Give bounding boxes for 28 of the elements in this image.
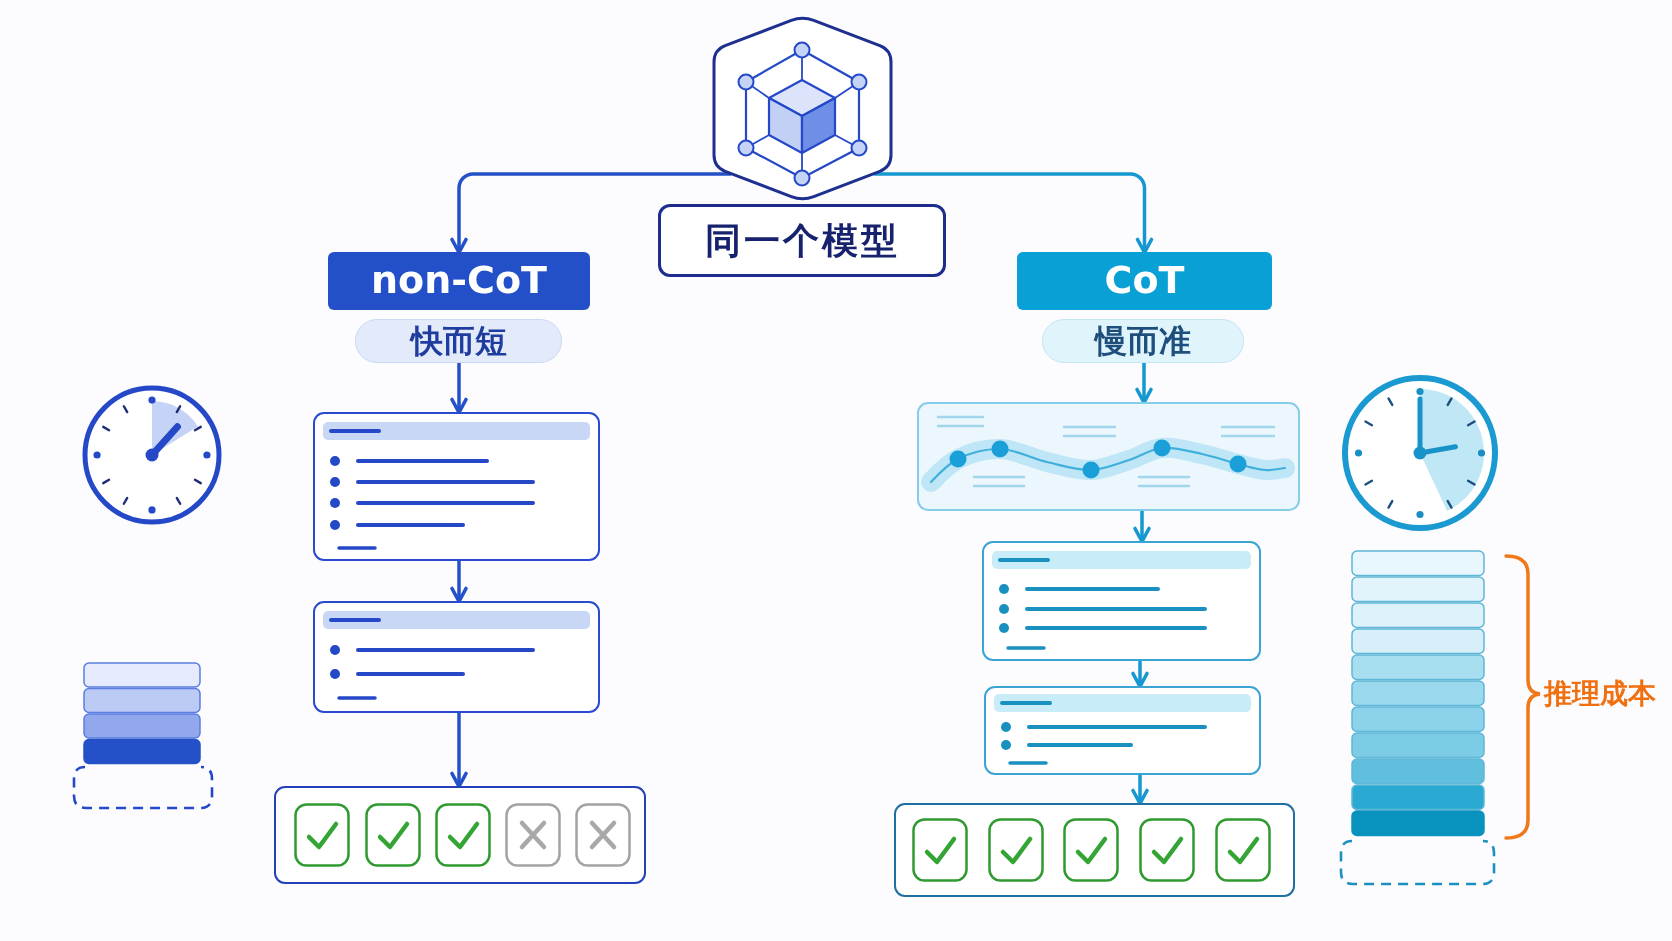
title-text: 同一个模型 <box>704 219 900 262</box>
arrow <box>1135 363 1153 405</box>
method-header-bar <box>328 252 590 310</box>
wave-card <box>917 402 1300 511</box>
method-name: CoT <box>1104 259 1185 303</box>
arrow <box>1131 661 1149 689</box>
arrow <box>1131 775 1149 806</box>
tag-text: 快而短 <box>410 322 507 360</box>
title-frame <box>658 204 946 277</box>
arrow <box>450 561 468 604</box>
tag-text: 慢而准 <box>1095 322 1191 360</box>
document-card <box>982 541 1261 661</box>
tag-pill <box>355 319 562 363</box>
document-card <box>313 412 600 561</box>
brace-label: 推理成本 <box>1544 676 1656 712</box>
arrow <box>450 172 732 255</box>
hexagon-frame <box>712 14 893 203</box>
arrow <box>1133 511 1151 544</box>
result-panel <box>274 786 646 884</box>
result-panel <box>894 803 1295 897</box>
method-header-bar <box>1017 252 1272 310</box>
tag-pill <box>1042 319 1244 363</box>
method-name: non-CoT <box>371 259 547 303</box>
document-card <box>984 686 1261 775</box>
arrow <box>873 172 1154 255</box>
document-card <box>313 601 600 713</box>
arrow <box>450 713 468 789</box>
arrow <box>450 363 468 415</box>
